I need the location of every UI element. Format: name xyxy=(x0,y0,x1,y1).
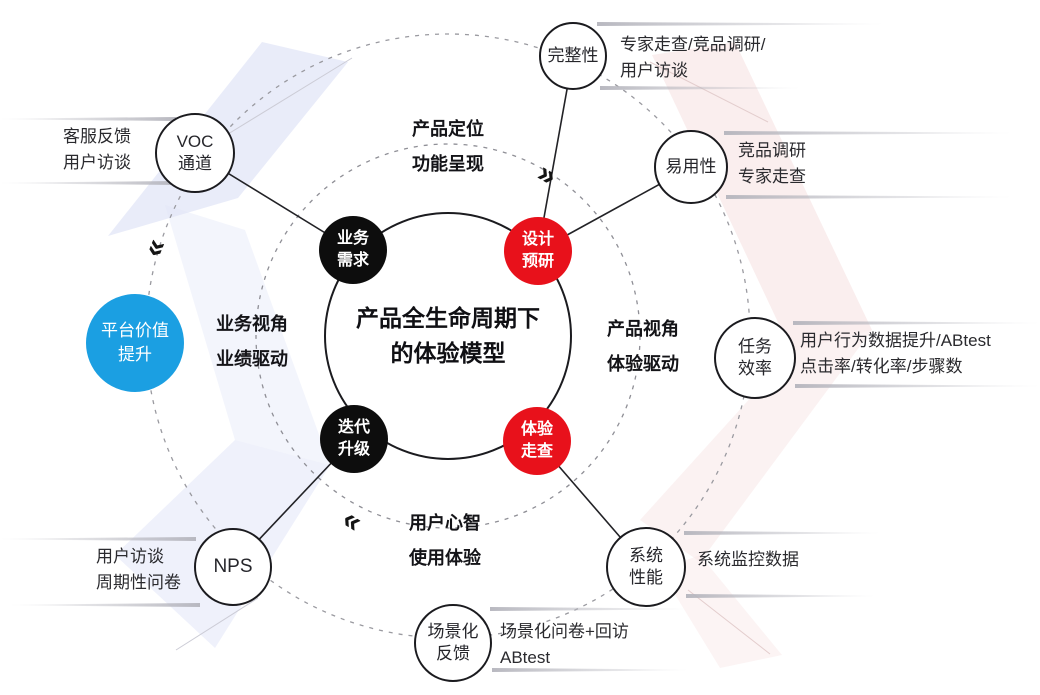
node-completeness: 完整性 xyxy=(539,22,607,90)
node-experience-review: 体验 走查 xyxy=(503,407,571,475)
node-voc-channel-line1: VOC xyxy=(176,132,214,151)
quadrant-bottom-line2: 使用体验 xyxy=(409,548,481,568)
callout-usability: 竞品调研 专家走查 xyxy=(738,138,806,190)
node-scenario-feedback: 场景化 反馈 xyxy=(414,604,492,682)
center-title-line2: 的体验模型 xyxy=(390,340,506,366)
quadrant-left-line1: 业务视角 xyxy=(216,314,288,334)
node-usability-label: 易用性 xyxy=(665,157,717,176)
node-design-research-line2: 预研 xyxy=(521,253,554,270)
callout-scenario-feedback-line1: 场景化问卷+回访 xyxy=(500,622,629,641)
node-design-research: 设计 预研 xyxy=(504,217,572,285)
callout-scenario-feedback-line2: ABtest xyxy=(500,648,551,667)
node-platform-value-line2: 提升 xyxy=(118,345,152,364)
node-business-demand: 业务 需求 xyxy=(319,216,387,284)
callout-nps-line2: 周期性问卷 xyxy=(96,573,181,592)
center-title-line1: 产品全生命周期下 xyxy=(356,305,540,331)
node-iteration-upgrade: 迭代 升级 xyxy=(320,405,388,473)
callout-completeness-line2: 用户访谈 xyxy=(620,61,688,80)
inner-dashed-ring xyxy=(255,143,641,529)
quadrant-left-line2: 业绩驱动 xyxy=(216,349,288,369)
callout-nps: 用户访谈 周期性问卷 xyxy=(96,544,181,596)
node-usability: 易用性 xyxy=(654,130,728,204)
quadrant-label-bottom: 用户心智 使用体验 xyxy=(409,506,481,576)
node-voc-channel-line2: 通道 xyxy=(178,154,212,173)
callout-completeness-line1: 专家走查/竞品调研/ xyxy=(620,35,766,54)
callout-voc-line2: 用户访谈 xyxy=(63,153,131,172)
quadrant-right-line1: 产品视角 xyxy=(607,319,679,339)
callout-voc: 客服反馈 用户访谈 xyxy=(63,124,131,176)
node-system-performance-line1: 系统 xyxy=(629,546,663,565)
callout-scenario-feedback: 场景化问卷+回访 ABtest xyxy=(500,619,629,671)
node-business-demand-line1: 业务 xyxy=(336,230,369,247)
callout-usability-line1: 竞品调研 xyxy=(738,141,806,160)
node-design-research-line1: 设计 xyxy=(521,231,554,248)
quadrant-label-left: 业务视角 业绩驱动 xyxy=(216,307,288,377)
node-platform-value-line1: 平台价值 xyxy=(101,321,169,340)
callout-system-performance-line1: 系统监控数据 xyxy=(697,550,799,569)
quadrant-right-line2: 体验驱动 xyxy=(607,354,679,374)
node-system-performance: 系统 性能 xyxy=(606,527,686,607)
callout-nps-line1: 用户访谈 xyxy=(96,547,164,566)
callout-voc-line1: 客服反馈 xyxy=(63,127,131,146)
node-experience-review-line2: 走查 xyxy=(520,443,553,460)
node-iteration-upgrade-line1: 迭代 xyxy=(337,419,370,436)
quadrant-top-line1: 产品定位 xyxy=(412,119,484,139)
callout-completeness: 专家走查/竞品调研/ 用户访谈 xyxy=(620,32,765,84)
node-iteration-upgrade-line2: 升级 xyxy=(337,441,370,458)
quadrant-label-right: 产品视角 体验驱动 xyxy=(607,312,679,382)
node-task-efficiency: 任务 效率 xyxy=(714,317,796,399)
quadrant-top-line2: 功能呈现 xyxy=(412,154,484,174)
callout-task-efficiency-line2: 点击率/转化率/步骤数 xyxy=(800,357,963,376)
node-task-efficiency-line1: 任务 xyxy=(738,337,772,356)
node-completeness-label: 完整性 xyxy=(547,46,599,65)
node-scenario-feedback-line1: 场景化 xyxy=(427,622,479,641)
node-scenario-feedback-line2: 反馈 xyxy=(436,644,470,663)
node-system-performance-line2: 性能 xyxy=(629,568,663,587)
node-voc-channel: VOC 通道 xyxy=(155,113,235,193)
node-platform-value: 平台价值 提升 xyxy=(86,294,184,392)
node-business-demand-line2: 需求 xyxy=(336,252,369,269)
callout-taper-lines xyxy=(0,22,1040,672)
node-task-efficiency-line2: 效率 xyxy=(738,359,772,378)
callout-task-efficiency: 用户行为数据提升/ABtest 点击率/转化率/步骤数 xyxy=(800,328,991,380)
node-experience-review-line1: 体验 xyxy=(520,421,553,438)
callout-task-efficiency-line1: 用户行为数据提升/ABtest xyxy=(800,331,991,350)
quadrant-bottom-line1: 用户心智 xyxy=(409,513,481,533)
node-nps: NPS xyxy=(194,528,272,606)
quadrant-label-top: 产品定位 功能呈现 xyxy=(412,112,484,182)
callout-system-performance: 系统监控数据 xyxy=(697,547,799,573)
callout-usability-line2: 专家走查 xyxy=(738,167,806,186)
node-nps-label: NPS xyxy=(213,556,253,577)
